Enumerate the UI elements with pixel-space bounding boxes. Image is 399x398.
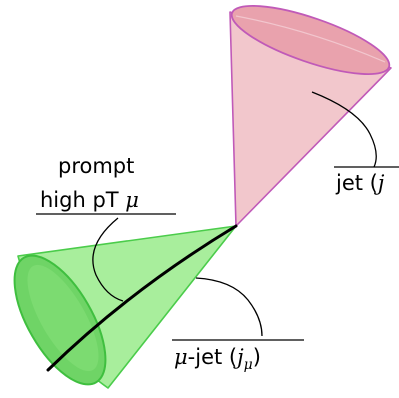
- jet-label: jet (j: [335, 171, 385, 195]
- mujet-label-mu: μ: [174, 345, 188, 369]
- prompt-label-text: high pT: [40, 188, 125, 212]
- mujet-label-sub: μ: [244, 357, 253, 373]
- mujet-leader: [196, 278, 262, 336]
- prompt-label-mu: μ: [125, 188, 139, 212]
- mujet-label-text: -jet (: [188, 345, 237, 369]
- mujet-cone: [0, 226, 236, 398]
- prompt-label-line1: prompt: [58, 154, 134, 178]
- prompt-label-line2: high pT μ: [40, 188, 139, 212]
- jet-label-text: jet (: [335, 171, 378, 195]
- mujet-label: μ-jet (jμ): [174, 345, 261, 373]
- mujet-label-close: ): [253, 345, 261, 369]
